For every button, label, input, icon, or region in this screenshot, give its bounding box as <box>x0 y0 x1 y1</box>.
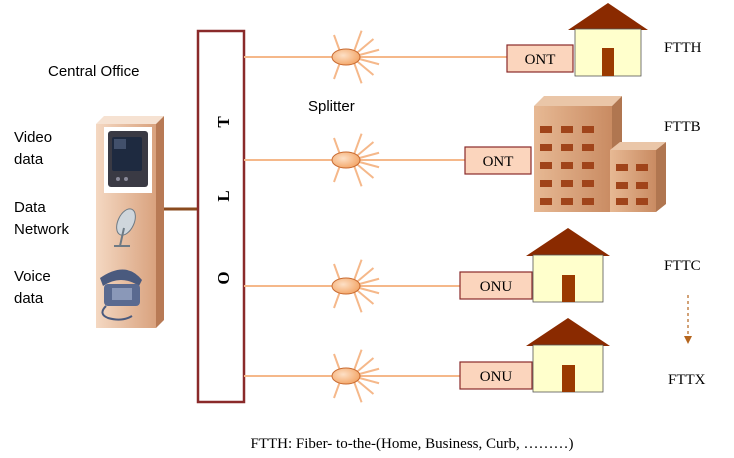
onu-label: ONU <box>480 369 513 385</box>
ont-label: ONT <box>483 154 514 170</box>
splitter-group <box>331 30 380 403</box>
ont-label: ONT <box>525 52 556 68</box>
olt-letter-l: L <box>214 190 233 201</box>
television-icon <box>104 127 152 193</box>
branch-ftth: ONT FTTH <box>506 3 702 77</box>
house-icon <box>526 318 610 393</box>
splitter-icon <box>331 30 380 84</box>
onu-box <box>459 361 533 390</box>
central-office-title: Central Office <box>48 63 139 80</box>
fiber-lines <box>244 56 507 377</box>
house-icon <box>568 3 648 77</box>
splitter-icon <box>331 133 380 187</box>
data-label-line2: Network <box>14 221 70 238</box>
house-icon <box>526 228 610 303</box>
satellite-dish-icon <box>114 208 136 247</box>
continuation-arrow <box>684 295 692 344</box>
olt-letter-t: T <box>214 116 233 128</box>
voice-label-line2: data <box>14 290 44 307</box>
voice-label-line1: Voice <box>14 268 51 285</box>
onu-box <box>459 271 533 300</box>
ont-box <box>464 146 532 175</box>
fttc-label: FTTC <box>664 258 701 274</box>
onu-label: ONU <box>480 279 513 295</box>
ont-box <box>506 44 574 73</box>
fttx-label: FTTX <box>668 372 706 388</box>
data-label-line1: Data <box>14 199 46 216</box>
video-label-line2: data <box>14 151 44 168</box>
olt-unit: T L O <box>196 29 246 404</box>
splitter-label: Splitter <box>308 98 355 115</box>
video-label-line1: Video <box>14 129 52 146</box>
branch-fttx: ONU FTTX <box>459 318 706 393</box>
branch-fttc: ONU FTTC <box>459 228 701 303</box>
telephone-icon <box>100 269 142 321</box>
splitter-icon <box>331 349 380 403</box>
fttb-label: FTTB <box>664 119 701 135</box>
footer-caption: FTTH: Fiber- to-the-(Home, Business, Cur… <box>251 436 574 452</box>
splitter-icon <box>331 259 380 313</box>
olt-letter-o: O <box>214 271 233 284</box>
ftth-label: FTTH <box>664 40 702 56</box>
branch-fttb: ONT FTTB <box>464 96 701 212</box>
office-building-icon <box>534 96 666 212</box>
